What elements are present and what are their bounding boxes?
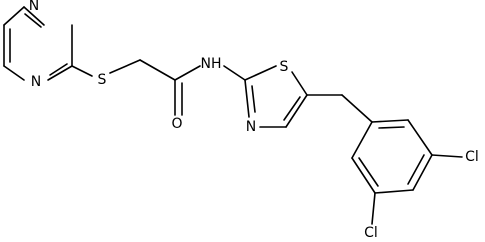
bond (24, 13, 42, 28)
bond (174, 65, 201, 81)
bond (341, 94, 373, 123)
atom-label-cl: Cl (364, 225, 378, 241)
bond (378, 126, 405, 129)
bond (371, 119, 409, 123)
atom-label-s: S (98, 72, 107, 88)
bond (285, 94, 308, 128)
bond (71, 65, 93, 77)
bond (109, 59, 141, 74)
atom-label-n: N (246, 119, 256, 135)
bond (223, 65, 246, 81)
bond (412, 154, 433, 191)
atom-label-cl: Cl (465, 149, 479, 165)
bond (23, 6, 45, 26)
bond (291, 71, 308, 96)
bond (431, 154, 463, 158)
atom-label-nh: NH (201, 56, 222, 72)
bond (47, 65, 73, 81)
bond (351, 121, 373, 159)
bond (3, 65, 25, 81)
bond (244, 79, 250, 118)
atom-label-o: O (171, 116, 182, 132)
linker-bonds (71, 59, 246, 116)
atom-label-n: N (29, 0, 39, 14)
bond (407, 119, 433, 156)
bond (374, 189, 414, 194)
bond (49, 63, 68, 76)
bond (139, 59, 176, 81)
methylene-bridge (306, 94, 373, 123)
bond (3, 6, 25, 26)
dichlorophenyl-ring (351, 119, 433, 194)
bond (283, 96, 301, 121)
pyrimidine-ring (3, 6, 73, 81)
thiazole-ring (244, 65, 308, 128)
bond (244, 65, 277, 81)
atom-label-s: S (280, 59, 289, 75)
bond (251, 85, 256, 113)
bond (351, 157, 376, 194)
chlorine-bonds (371, 154, 463, 225)
bond (407, 154, 425, 185)
atom-label-n: N (31, 74, 41, 90)
bond (358, 157, 379, 187)
bond (371, 192, 376, 225)
